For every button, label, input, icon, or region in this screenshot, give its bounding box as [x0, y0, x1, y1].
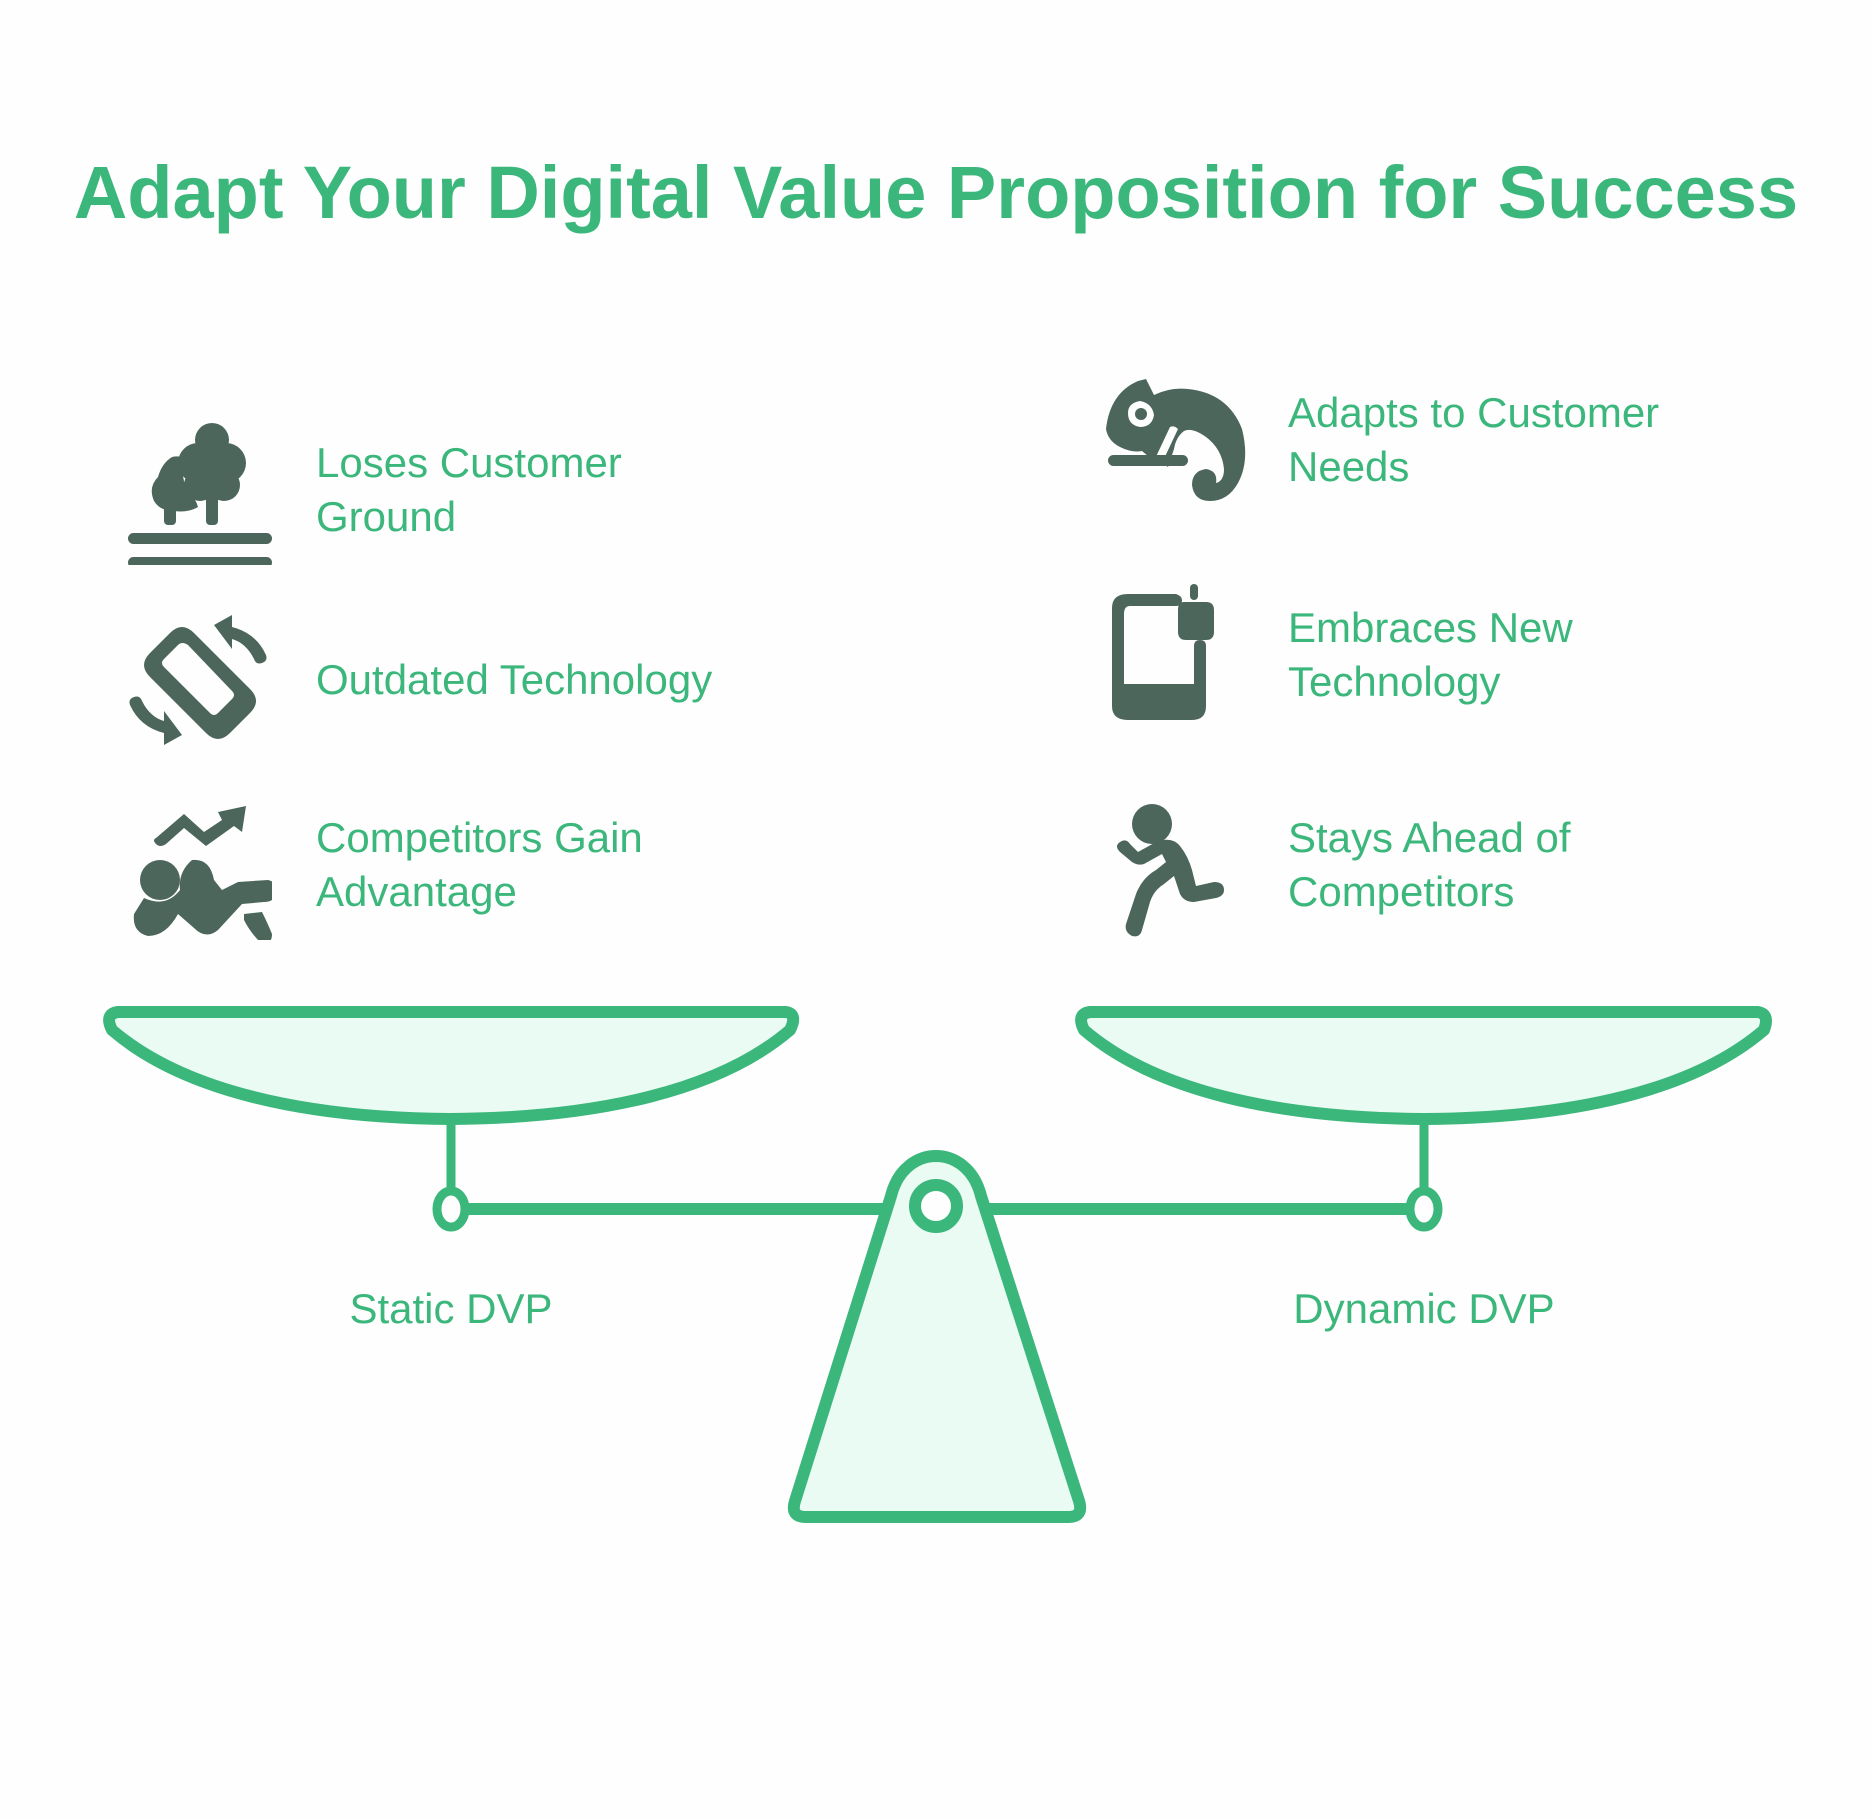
item-label: Embraces New Technology: [1288, 604, 1573, 705]
chameleon-icon: [1098, 365, 1248, 515]
right-item-stays-ahead-of-competitors: Stays Ahead of Competitors: [1098, 790, 1571, 940]
falling-person-trend-up-icon: [122, 790, 272, 940]
left-item-outdated-technology: Outdated Technology: [122, 605, 712, 755]
item-label: Competitors Gain Advantage: [316, 814, 643, 915]
left-pan: [103, 1006, 800, 1196]
right-item-adapts-to-customer-needs: Adapts to Customer Needs: [1098, 365, 1659, 515]
right-item-embraces-new-technology: Embraces New Technology: [1098, 580, 1573, 730]
trees-ground-icon: [122, 415, 272, 565]
item-label: Outdated Technology: [316, 656, 713, 703]
scale-base: [787, 1150, 1087, 1523]
item-label: Adapts to Customer Needs: [1288, 389, 1660, 490]
dynamic-dvp-label: Dynamic DVP: [1293, 1285, 1555, 1332]
item-label: Loses Customer Ground: [316, 439, 622, 540]
static-dvp-label: Static DVP: [349, 1285, 553, 1332]
pivot-circle: [909, 1179, 963, 1233]
left-hinge: [432, 1186, 470, 1232]
left-item-loses-customer-ground: Loses Customer Ground: [122, 415, 622, 565]
left-item-competitors-gain-advantage: Competitors Gain Advantage: [122, 790, 643, 940]
rotate-phone-icon: [122, 605, 272, 755]
right-hinge: [1405, 1186, 1443, 1232]
running-person-icon: [1098, 790, 1248, 940]
tablet-robot-icon: [1098, 580, 1248, 730]
item-label: Stays Ahead of Competitors: [1288, 814, 1571, 915]
page-title: Adapt Your Digital Value Proposition for…: [73, 151, 1799, 234]
right-pan: [1075, 1006, 1772, 1196]
